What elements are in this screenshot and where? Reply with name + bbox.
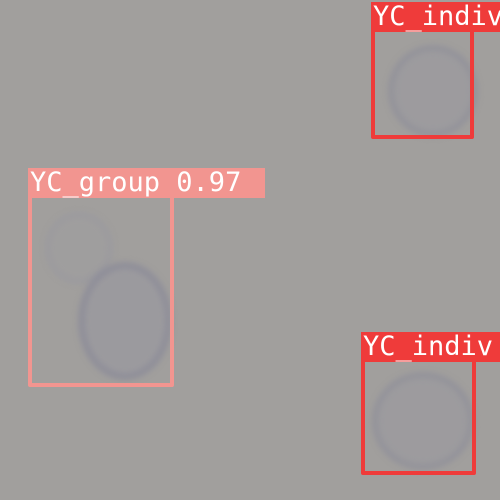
cell-blob — [45, 212, 113, 284]
detection-box-yc-group — [28, 192, 174, 387]
detection-label-yc-group: YC_group 0.97 — [28, 168, 265, 198]
cell-blob — [78, 262, 172, 380]
cell-blob — [372, 372, 474, 470]
detection-box-yc-indiv-bottom — [361, 356, 476, 475]
detection-label-yc-indiv-bottom: YC_indiv — [361, 332, 500, 362]
detection-box-yc-indiv-top — [371, 26, 474, 139]
cell-blob — [388, 45, 478, 137]
detection-label-yc-indiv-top: YC_indiv — [371, 2, 500, 32]
